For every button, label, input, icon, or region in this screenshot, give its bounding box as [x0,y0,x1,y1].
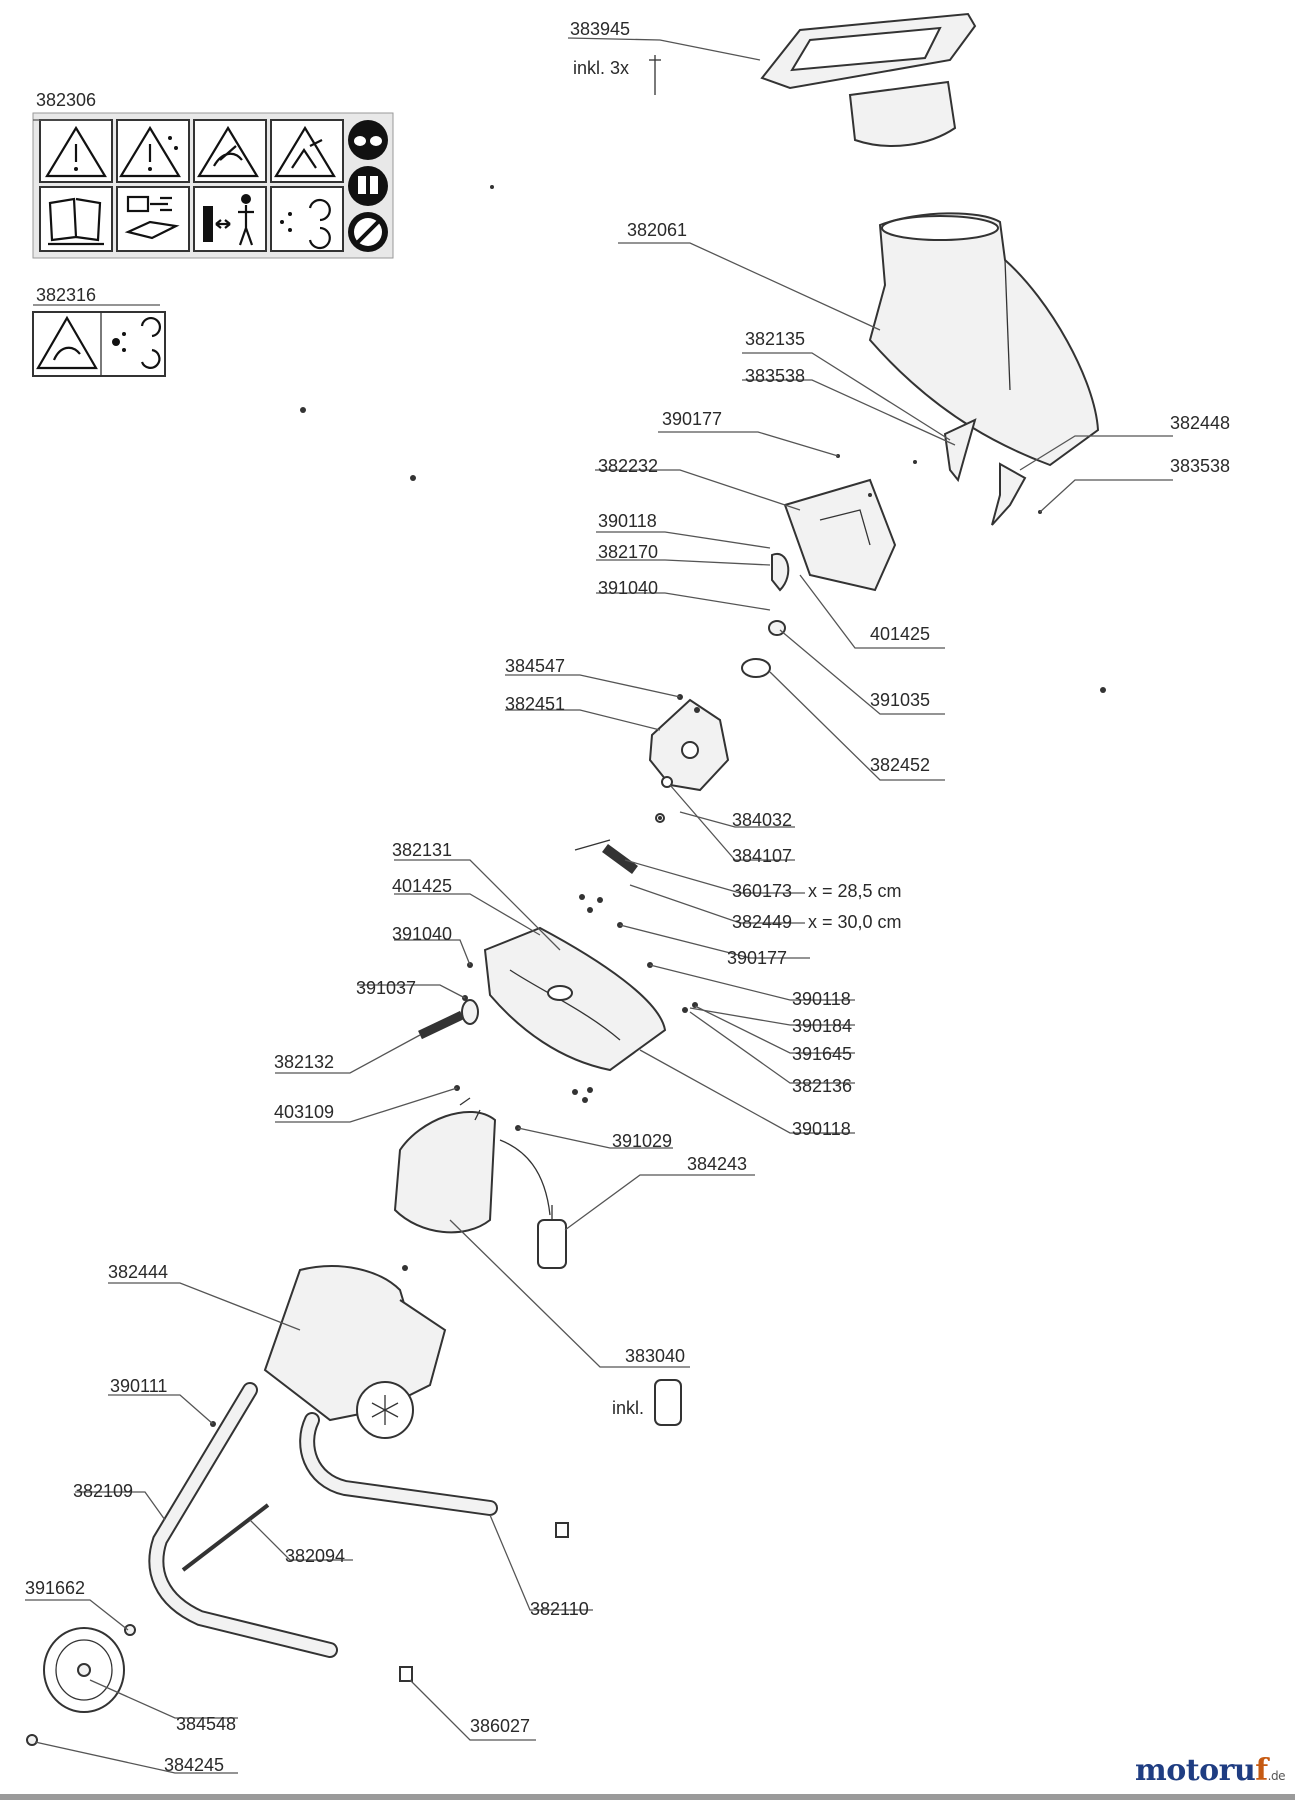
part-label: 383040 [625,1346,685,1366]
brand-logo: motoruf.de [1135,1753,1285,1788]
part-label: 384548 [176,1714,236,1734]
frame-tube-left-part [148,1382,338,1658]
part-label: 391040 [392,924,452,944]
part-label: 382232 [598,456,658,476]
part-label: 382170 [598,542,658,562]
capacitor-spare-part [654,1379,682,1426]
part-label: 391040 [598,578,658,598]
ear-protection-icon [348,166,388,206]
part-label: 390118 [598,511,657,531]
no-rain-icon [348,212,388,252]
plate-part [783,478,897,592]
leader-lines [25,37,1173,1774]
part-label: 403109 [274,1102,334,1122]
capacitor-part [537,1205,567,1269]
part-label: 384107 [732,846,792,866]
warning-feet-icon [274,125,336,178]
part-label: 401425 [870,624,930,644]
part-label: 382452 [870,755,930,775]
part-label: 391035 [870,690,930,710]
part-label: 384032 [732,810,792,830]
part-label: 390118 [792,989,851,1009]
part-label: 382094 [285,1546,345,1566]
bolt-part [418,999,479,1040]
axle-part [181,1503,270,1572]
part-label: 383538 [1170,456,1230,476]
funnel-part [649,12,977,147]
part-label: 382316 [36,285,96,305]
part-label: 382451 [505,694,565,714]
warning-sticker-382306 [32,112,394,259]
read-manual-icon [48,197,104,246]
unplug-before-maintenance-icon [124,195,180,240]
part-label: 384245 [164,1755,224,1775]
part-number-labels: 383945 inkl. 3x 382306 382316 382061 382… [25,19,1230,1775]
part-label: 391037 [356,978,416,998]
dimension-label: x = 30,0 cm [808,912,902,932]
part-label: 384547 [505,656,565,676]
part-label: 382448 [1170,413,1230,433]
part-label: 391645 [792,1044,852,1064]
part-label: 386027 [470,1716,530,1736]
warning-hand-icon [36,315,98,370]
brand-logo-accent: f [1255,1753,1268,1788]
part-label: 382132 [274,1052,334,1072]
flange-part [648,698,730,792]
part-label: 360173 [732,881,792,901]
warning-sticker-382316 [32,311,166,377]
part-label: 383945 [570,19,630,39]
warning-debris-icon [119,125,181,178]
part-label: 382110 [530,1599,589,1619]
part-label: 383538 [745,366,805,386]
bottom-edge [0,1794,1295,1800]
eye-protection-icon [348,120,388,160]
part-label: 390118 [792,1119,851,1139]
wheel-part [43,1627,125,1713]
main-body-part [263,1265,447,1439]
part-label: 382444 [108,1262,168,1282]
part-label: 390184 [792,1016,852,1036]
part-note: inkl. [612,1398,644,1418]
part-label: 382061 [627,220,687,240]
part-label: 401425 [392,876,452,896]
part-label: 382449 [732,912,792,932]
part-label: 390177 [727,948,787,968]
part-label: 382131 [392,840,452,860]
dimension-label: x = 28,5 cm [808,881,902,901]
part-note: inkl. 3x [573,58,629,78]
chute-part [868,212,1100,467]
rotating-blade-icon [112,317,161,369]
warning-hand-icon [197,125,259,178]
small-bracket-part [741,552,790,678]
part-label: 382135 [745,329,805,349]
motor-part [393,1097,551,1234]
part-label: 391662 [25,1578,85,1598]
part-label: 384243 [687,1154,747,1174]
part-label: 382136 [792,1076,852,1096]
part-label: 391029 [612,1131,672,1151]
part-label: 390177 [662,409,722,429]
shaft-part [574,776,673,875]
clip-part [943,418,1027,526]
blade-housing-part [483,926,667,1072]
keep-distance-icon [203,194,254,246]
rotating-blade-icon [280,198,331,250]
part-label: 390111 [110,1376,167,1396]
part-label: 382109 [73,1481,133,1501]
part-label: 382306 [36,90,96,110]
brand-logo-suffix: .de [1267,1769,1286,1783]
brand-logo-text: motoru [1135,1753,1256,1788]
frame-tube-right-part [299,1412,498,1516]
warning-icon [45,125,107,178]
